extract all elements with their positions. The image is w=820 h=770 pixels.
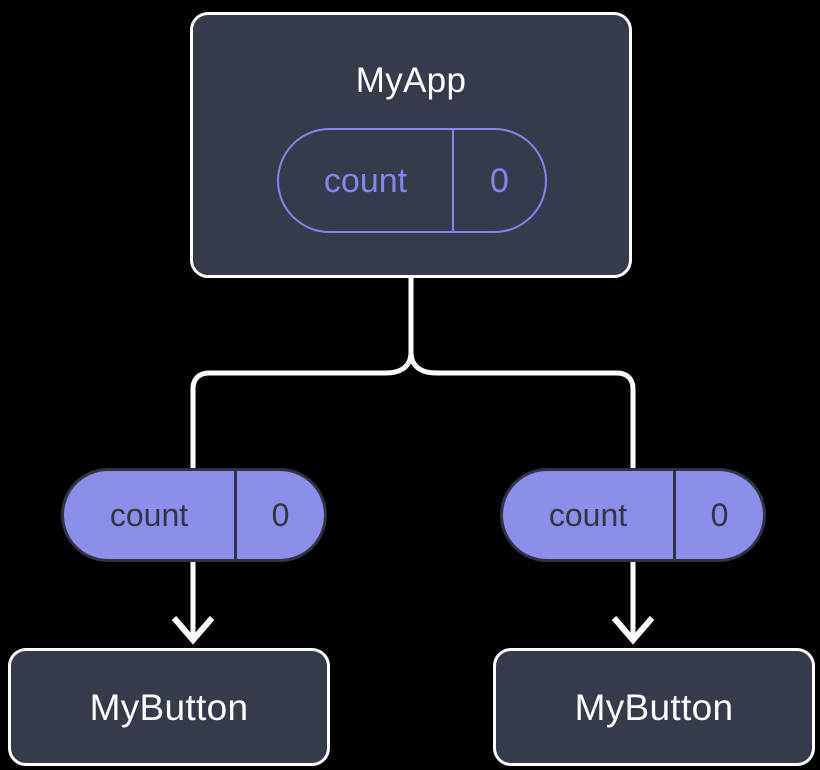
edge-root-to-right-prop — [408, 351, 636, 470]
edge-root-to-left-prop — [190, 351, 414, 470]
right-child-component-label: MyButton — [574, 686, 734, 728]
right-prop-pill[interactable]: count 0 — [500, 468, 766, 562]
right-prop-value: 0 — [710, 497, 729, 533]
arrowhead-right-icon — [611, 616, 655, 645]
root-state-value: 0 — [490, 161, 509, 200]
left-prop-pill[interactable]: count 0 — [61, 468, 327, 562]
right-child-component-box[interactable]: MyButton — [493, 648, 815, 766]
arrowhead-left-icon — [171, 616, 215, 645]
root-state-key: count — [279, 130, 454, 231]
root-state-pill[interactable]: count 0 — [277, 128, 547, 233]
left-prop-value: 0 — [271, 497, 290, 533]
root-component-label: MyApp — [355, 61, 467, 100]
left-child-component-box[interactable]: MyButton — [8, 648, 330, 766]
right-prop-key: count — [503, 471, 676, 559]
left-prop-key: count — [64, 471, 237, 559]
left-child-component-label: MyButton — [89, 686, 249, 728]
